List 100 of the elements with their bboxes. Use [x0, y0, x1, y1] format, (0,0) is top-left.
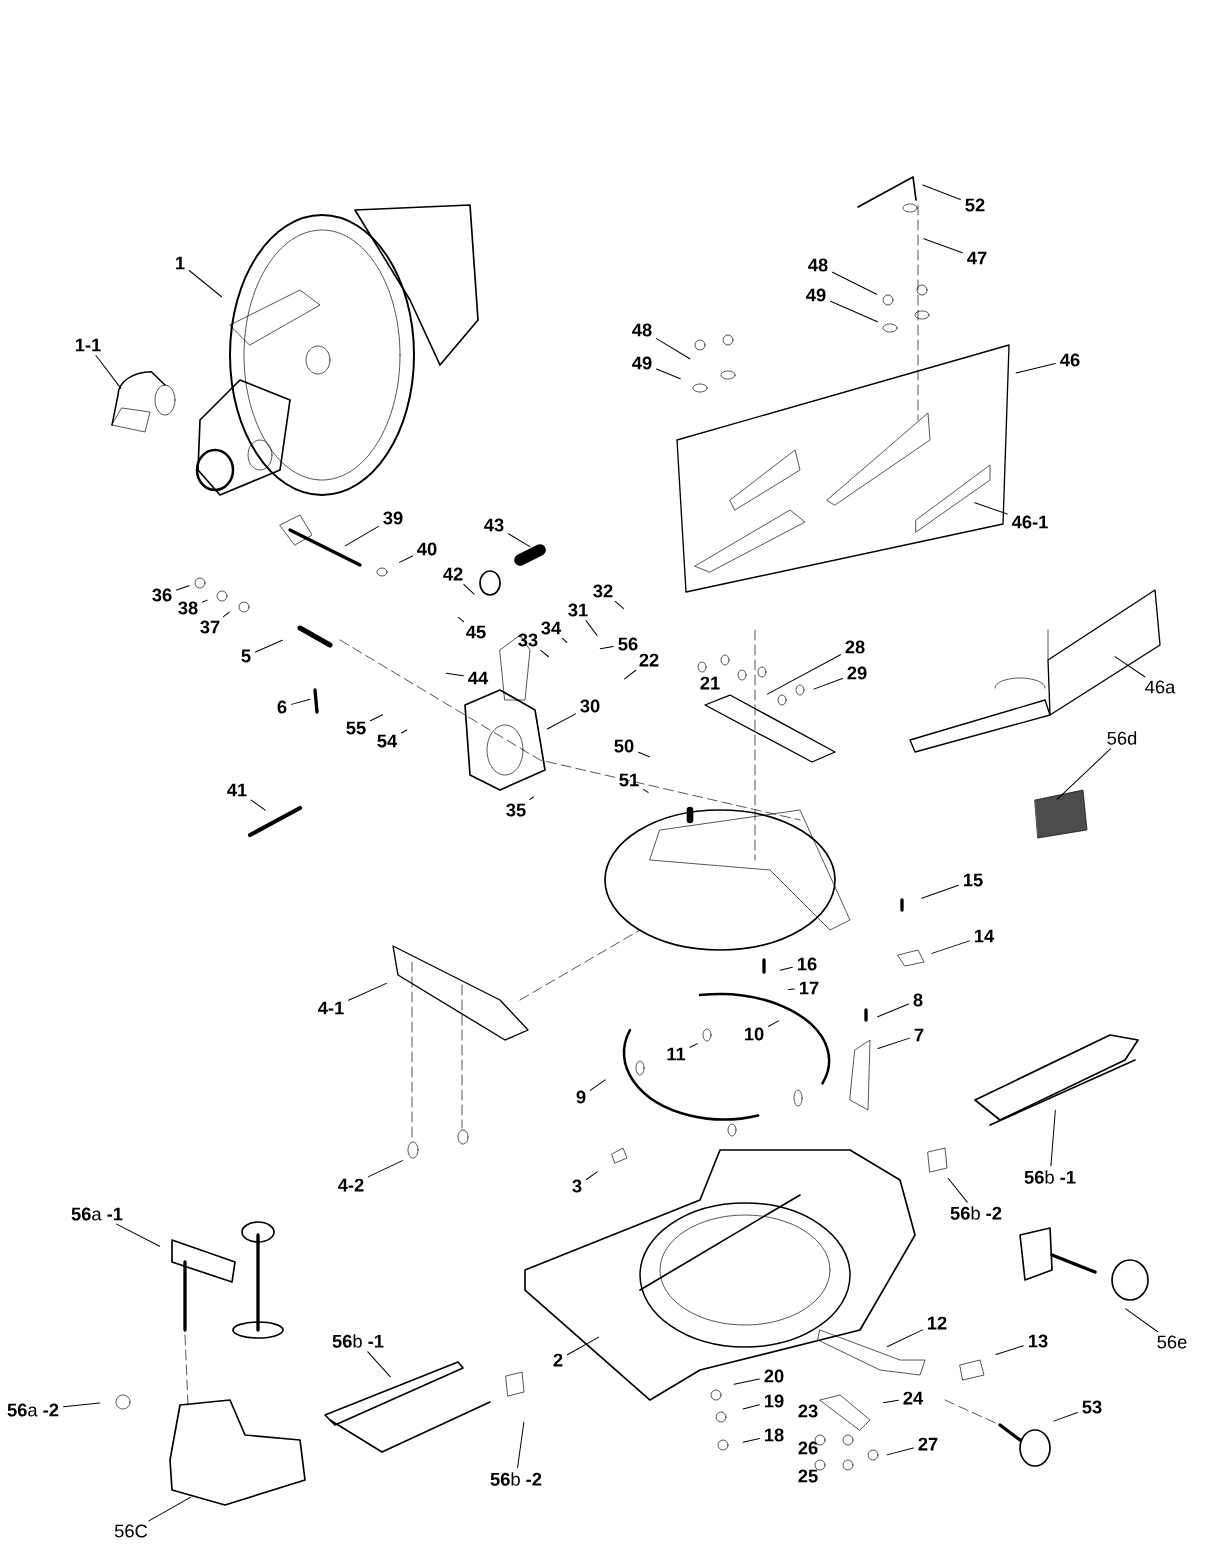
callout-number: 56d	[1107, 731, 1137, 745]
callout-number: 53	[1082, 1400, 1102, 1414]
leader-line	[250, 799, 266, 811]
callout-number: 46a	[1145, 680, 1176, 694]
leader-line	[546, 713, 576, 730]
leader-line	[638, 751, 650, 758]
leader-line	[1015, 363, 1056, 374]
callout-number: 46-1	[1011, 515, 1048, 529]
callout-number: 17	[799, 981, 819, 995]
leader-line	[599, 645, 614, 650]
callout-number: 55	[346, 721, 366, 735]
callout-number: 8	[913, 993, 923, 1007]
callout-number: 36	[152, 588, 172, 602]
callout-number: 27	[918, 1437, 938, 1451]
callout-number: 50	[614, 739, 634, 753]
leader-line	[589, 1079, 606, 1091]
callout-number: 56b -2	[950, 1206, 1002, 1220]
callout-number: 56a -1	[71, 1207, 123, 1221]
callout-number: 56b -2	[490, 1472, 542, 1486]
callout-number: 42	[443, 567, 463, 581]
callout-number: 40	[417, 542, 437, 556]
leader-line	[1053, 1411, 1078, 1422]
callout-number: 49	[806, 288, 826, 302]
callout-number: 1-1	[75, 338, 101, 352]
callout-number: 32	[593, 584, 613, 598]
callout-number: 35	[506, 803, 526, 817]
callout-number: 5	[241, 649, 251, 663]
callout-number: 34	[541, 621, 562, 635]
leader-line	[830, 300, 878, 323]
leader-line	[562, 637, 568, 643]
callout-number: 13	[1028, 1334, 1048, 1348]
leader-line	[367, 1351, 391, 1378]
callout-number: 6	[277, 700, 287, 714]
callout-number: 49	[632, 356, 652, 370]
callout-number: 39	[383, 511, 403, 525]
leader-line	[1114, 656, 1146, 678]
callout-number: 56b -1	[1024, 1170, 1076, 1184]
callout-number: 12	[927, 1316, 947, 1330]
leader-line	[222, 611, 230, 618]
leader-line	[95, 354, 122, 389]
callout-number: 18	[764, 1428, 784, 1442]
leader-line	[188, 270, 223, 298]
callout-number: 41	[227, 783, 247, 797]
callout-number: 46	[1060, 353, 1080, 367]
leader-line	[370, 714, 384, 722]
leader-line	[947, 1178, 968, 1203]
leader-line	[401, 729, 408, 734]
callout-number: 37	[200, 620, 220, 634]
callout-number: 20	[764, 1369, 784, 1383]
leader-line	[882, 1399, 899, 1404]
leader-line	[655, 338, 691, 360]
leader-line	[995, 1345, 1024, 1355]
leader-line	[614, 600, 625, 610]
callout-number: 47	[967, 251, 987, 265]
callout-number: 4-1	[318, 1001, 344, 1015]
callout-number: 28	[845, 640, 865, 654]
callout-number: 10	[744, 1027, 764, 1041]
callout-number: 9	[576, 1090, 586, 1104]
callout-number: 2	[553, 1353, 563, 1367]
leader-line	[254, 639, 283, 653]
leader-line	[540, 649, 550, 658]
leader-line	[585, 1171, 598, 1180]
leader-line	[348, 982, 387, 1001]
leader-line	[766, 654, 841, 695]
callout-number: 54	[377, 734, 398, 748]
leader-line	[974, 502, 1008, 515]
callout-number: 4-2	[338, 1178, 364, 1192]
leader-line	[517, 1421, 525, 1469]
callout-number: 30	[580, 699, 600, 713]
callout-number: 43	[484, 518, 504, 532]
callout-number: 26	[798, 1441, 818, 1455]
callout-number: 23	[798, 1404, 818, 1418]
leader-line	[742, 1404, 760, 1410]
callout-number: 33	[518, 633, 538, 647]
callout-number: 56	[618, 637, 638, 651]
leader-line	[344, 525, 380, 547]
callout-number: 44	[468, 671, 489, 685]
callout-number: 56C	[114, 1524, 148, 1538]
callout-number: 16	[797, 957, 817, 971]
leader-line	[529, 796, 534, 801]
callout-number: 15	[963, 873, 983, 887]
leader-line	[291, 698, 311, 705]
leader-line	[832, 271, 878, 295]
callout-number: 38	[178, 601, 198, 615]
leader-line	[585, 620, 598, 636]
callout-number: 14	[974, 929, 995, 943]
leader-line	[877, 1003, 910, 1018]
leader-line	[689, 1043, 698, 1048]
callout-number: 24	[903, 1391, 924, 1405]
leader-line	[921, 884, 959, 899]
leader-line	[624, 669, 637, 680]
callout-number: 25	[798, 1469, 818, 1483]
leader-line	[566, 1336, 600, 1356]
leader-line	[886, 1447, 914, 1456]
leader-line	[922, 184, 961, 200]
callout-number: 3	[572, 1179, 582, 1193]
leader-line	[656, 368, 681, 380]
callout-number: 1	[176, 256, 185, 270]
callout-number: 29	[847, 666, 867, 680]
callout-number: 56b -1	[332, 1334, 384, 1348]
